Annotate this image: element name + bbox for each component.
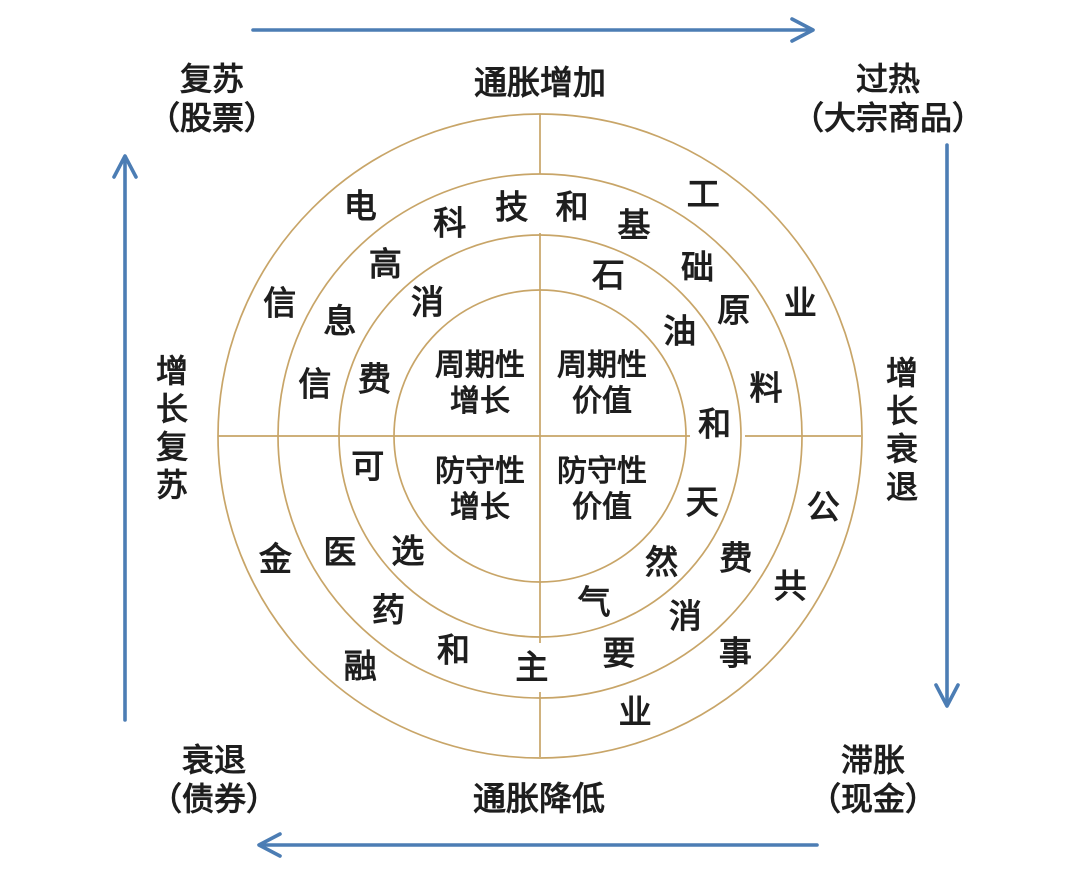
quad-line: 价值 xyxy=(572,491,632,524)
phase-name: 复苏 xyxy=(179,61,245,97)
ring-inner-char: 然 xyxy=(645,543,679,581)
phase-asset: （股票） xyxy=(147,100,277,136)
ring-outer-char: 工 xyxy=(686,175,720,213)
corner-label-recession: 衰退 （债券） xyxy=(150,741,278,819)
ring-inner-char: 费 xyxy=(358,360,391,398)
ring-middle-char: 费 xyxy=(719,539,753,577)
phase-name: 衰退 xyxy=(181,742,247,778)
corner-label-stagflation: 滞胀 （现金） xyxy=(809,741,937,819)
ring-inner-char: 和 xyxy=(698,405,732,443)
ring-middle-char: 高 xyxy=(368,245,402,283)
quad-line: 防守性 xyxy=(435,455,525,488)
quad-line: 周期性 xyxy=(557,349,647,382)
ring-middle-char: 药 xyxy=(372,591,405,629)
ring-middle-char: 基 xyxy=(617,206,651,244)
corner-label-recovery: 复苏 （股票） xyxy=(148,60,276,138)
quad-line: 增长 xyxy=(450,491,510,524)
corner-label-overheat: 过热 （大宗商品） xyxy=(792,60,984,138)
ring-inner-char: 可 xyxy=(351,447,385,485)
ring-outer-char: 信 xyxy=(263,284,297,322)
ring-inner-char: 油 xyxy=(663,312,697,350)
ring-middle-char: 科 xyxy=(433,204,467,242)
ring-outer-char: 业 xyxy=(618,693,652,731)
phase-name: 滞胀 xyxy=(840,742,906,778)
ring-middle-char: 消 xyxy=(668,597,702,634)
ring-middle-char: 料 xyxy=(749,369,783,407)
ring-outer-char: 电 xyxy=(343,187,377,225)
arrowhead-left-icon xyxy=(257,832,282,858)
ring-inner-char: 气 xyxy=(577,583,611,621)
arrow-right-down xyxy=(934,143,960,708)
axis-label-inflation-rising: 通胀增加 xyxy=(474,64,606,101)
quad-line: 价值 xyxy=(572,385,632,418)
ring-inner-char: 消 xyxy=(411,283,444,321)
arrowhead-down-icon xyxy=(934,683,960,708)
axis-label-growth-recovery: 增长复苏 xyxy=(152,354,188,506)
ring-inner-char: 石 xyxy=(591,256,625,294)
arrowhead-right-icon xyxy=(790,17,815,43)
ring-outer-char: 金 xyxy=(258,540,292,578)
ring-middle-char: 主 xyxy=(515,648,549,686)
ring-middle-char: 要 xyxy=(602,634,636,672)
ring-middle-char: 和 xyxy=(437,631,470,669)
arrow-top-right xyxy=(251,17,815,43)
arrow-bottom-left xyxy=(257,832,819,858)
ring-middle-char: 信 xyxy=(298,365,332,403)
ring-outer-char: 融 xyxy=(343,647,377,685)
ring-outer-char: 共 xyxy=(773,567,807,605)
phase-asset: （债券） xyxy=(149,781,279,817)
quadrant-label-cyclical-growth: 周期性 增长 xyxy=(435,348,525,420)
phase-asset: （大宗商品） xyxy=(791,100,985,136)
arrowhead-up-icon xyxy=(112,154,138,179)
ring-middle-char: 技 xyxy=(495,188,529,226)
ring-outer-char: 事 xyxy=(718,634,752,672)
ring-middle-char: 息 xyxy=(323,302,357,339)
ring-inner-char: 选 xyxy=(391,532,425,570)
ring-middle-char: 和 xyxy=(555,188,589,226)
ring-outer-char: 公 xyxy=(806,488,840,526)
phase-name: 过热 xyxy=(855,61,921,97)
ring-middle-char: 础 xyxy=(681,248,714,286)
ring-outer-char: 业 xyxy=(783,284,817,322)
ring-middle-char: 原 xyxy=(717,291,751,329)
ring-middle-char: 医 xyxy=(323,533,357,570)
arrow-left-up xyxy=(112,154,138,722)
ring-inner-char: 天 xyxy=(685,483,719,521)
quadrant-label-defensive-value: 防守性 价值 xyxy=(557,454,647,526)
phase-asset: （现金） xyxy=(808,781,938,817)
cycle-arrows xyxy=(112,17,960,858)
axis-label-inflation-falling: 通胀降低 xyxy=(473,780,605,817)
quad-line: 防守性 xyxy=(557,455,647,488)
quad-line: 增长 xyxy=(450,385,510,418)
quadrant-label-defensive-growth: 防守性 增长 xyxy=(435,454,525,526)
axis-label-growth-recession: 增长衰退 xyxy=(882,356,918,508)
quadrant-divider-lines xyxy=(218,114,861,757)
quadrant-label-cyclical-value: 周期性 价值 xyxy=(557,348,647,420)
quad-line: 周期性 xyxy=(435,349,525,382)
